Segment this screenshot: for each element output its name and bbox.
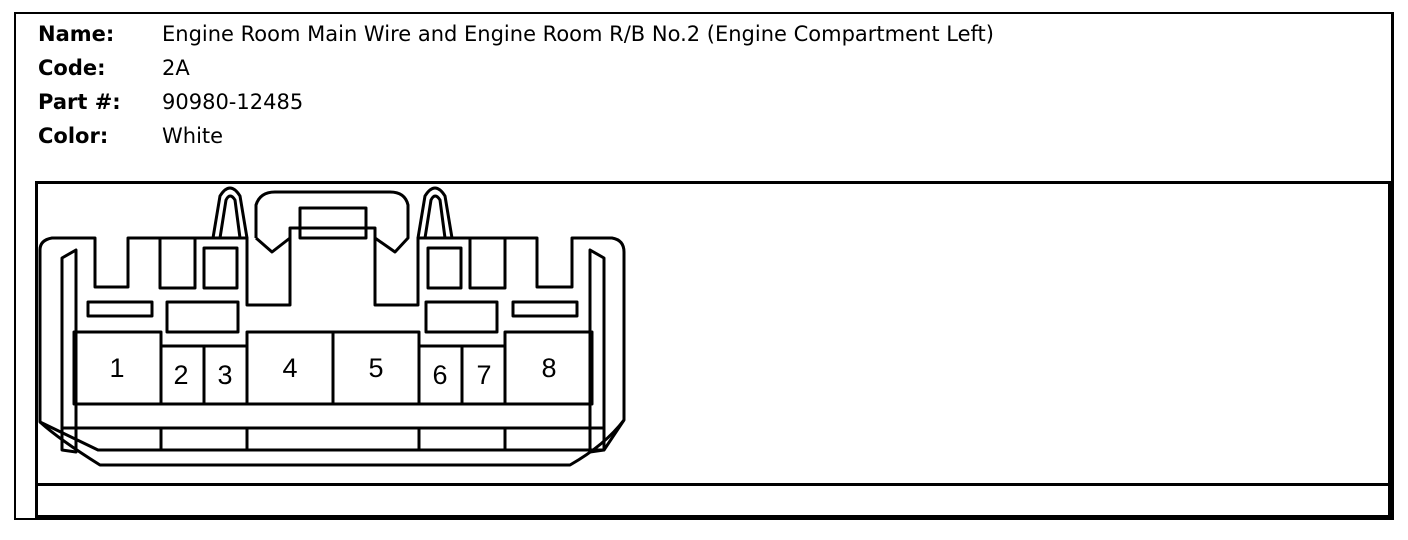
right-key-block [424, 300, 499, 334]
right-latch-tab [416, 186, 454, 239]
center-lock-hood [254, 190, 410, 254]
left-key-block [165, 300, 240, 334]
right-slot-a [426, 246, 463, 290]
pin-label-7: 7 [476, 360, 491, 390]
part-number-value: 90980-12485 [162, 90, 304, 114]
name-label: Name: [38, 22, 115, 46]
pin-label-3: 3 [217, 360, 232, 390]
left-key-bar [86, 300, 154, 318]
right-key-bar [511, 300, 579, 318]
left-latch-tab [211, 186, 249, 239]
left-slot-a [158, 236, 197, 290]
name-value: Engine Room Main Wire and Engine Room R/… [162, 22, 994, 46]
color-value: White [162, 124, 224, 148]
left-slot-b [202, 246, 239, 290]
pin-label-8: 8 [541, 353, 556, 383]
bottom-divider [35, 483, 1393, 486]
housing-bottom-curve [38, 419, 626, 467]
right-slot-b [468, 236, 507, 290]
housing-outer-outline [38, 226, 626, 452]
pin-cavity-8 [503, 330, 594, 406]
housing-inner-outline [60, 248, 78, 454]
pin-label-5: 5 [368, 353, 383, 383]
pin-label-6: 6 [432, 360, 447, 390]
pin-label-2: 2 [173, 360, 188, 390]
pin-label-4: 4 [282, 353, 297, 383]
part-number-label: Part #: [38, 90, 121, 114]
code-value: 2A [162, 56, 190, 80]
center-lock-tab [298, 206, 368, 240]
pin-label-1: 1 [109, 353, 124, 383]
pin-labels: 1 2 3 4 5 6 7 8 [109, 353, 556, 390]
color-label: Color: [38, 124, 109, 148]
connector-diagram-box [35, 181, 1393, 518]
code-label: Code: [38, 56, 106, 80]
